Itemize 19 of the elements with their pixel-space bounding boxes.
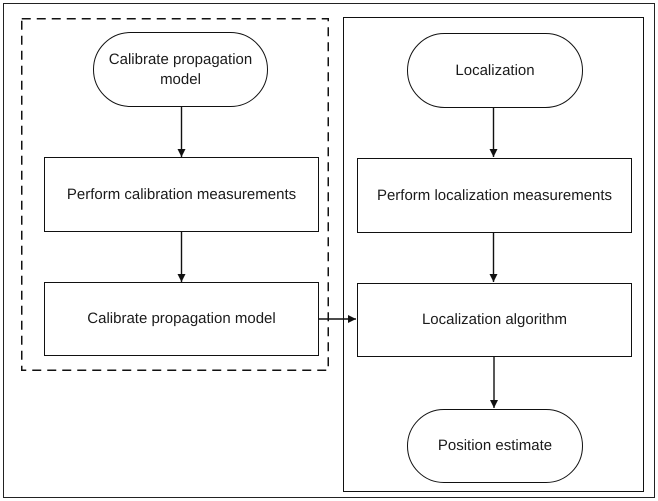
arrow [490, 107, 498, 157]
process-box [44, 282, 319, 356]
arrow [178, 232, 186, 282]
process-box [357, 283, 632, 357]
node-label: Localization [455, 60, 535, 80]
node-label: Localization algorithm [422, 310, 568, 330]
arrow [319, 315, 356, 323]
node-label: Perform calibration measurements [66, 184, 296, 204]
group-box [21, 18, 329, 371]
process-box [357, 158, 632, 233]
process-box [44, 157, 319, 232]
arrow [490, 232, 498, 282]
node-label: Position estimate [438, 436, 552, 456]
arrow [178, 107, 186, 157]
node-label: Calibrate propagation model [87, 309, 276, 329]
arrow [490, 356, 498, 408]
group-box [343, 17, 644, 492]
node-label: Perform localization measurements [376, 186, 612, 206]
node-label: Calibrate propagation model [108, 50, 254, 89]
